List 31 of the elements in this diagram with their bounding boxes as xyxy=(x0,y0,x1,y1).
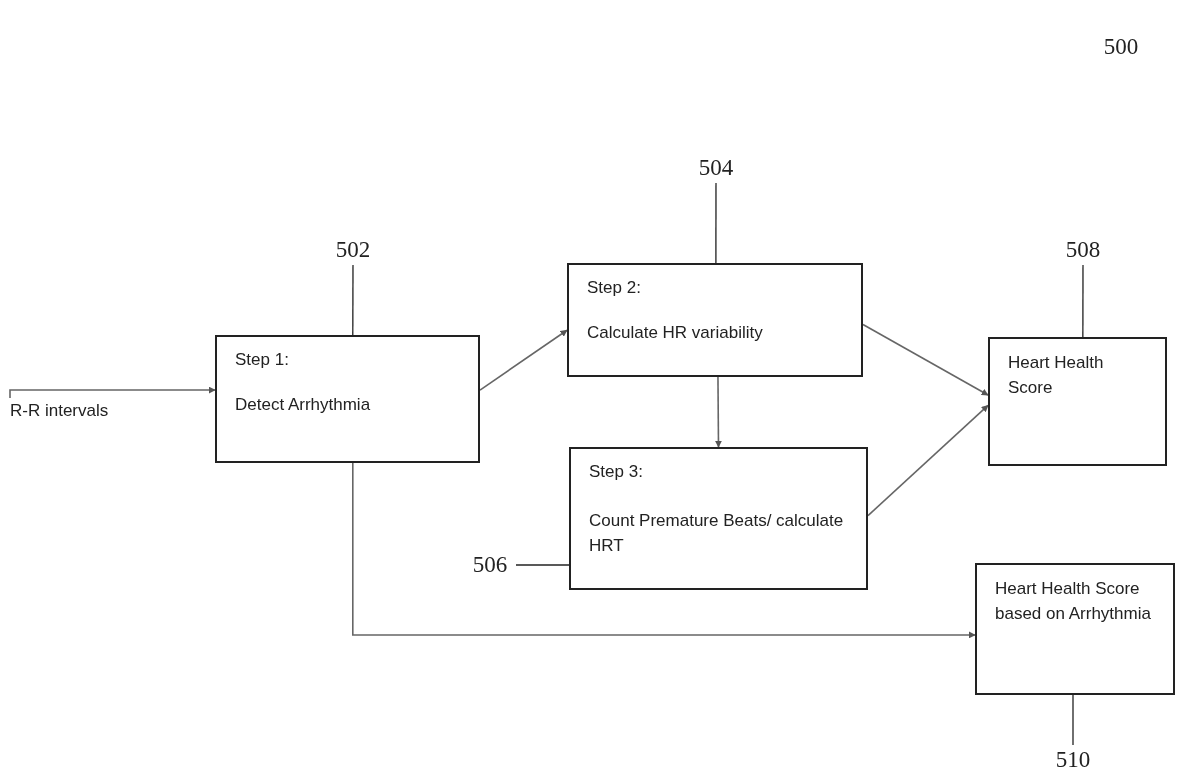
arrow xyxy=(867,404,989,517)
figure-number: 500 xyxy=(1102,33,1140,61)
process-box xyxy=(569,447,868,590)
step-heading: Step 3: xyxy=(589,461,644,483)
arrow xyxy=(862,323,989,396)
process-box xyxy=(567,263,863,377)
leader-line xyxy=(1082,264,1084,338)
callout-number: 510 xyxy=(1045,745,1101,773)
step-text: Count Premature Beats/ calculate HRT xyxy=(589,510,845,557)
callout-number: 506 xyxy=(464,550,516,580)
step-heading: Step 1: xyxy=(235,349,290,371)
arrow xyxy=(714,376,722,448)
step-text: Calculate HR variability xyxy=(587,322,764,345)
leader-line xyxy=(1072,694,1074,746)
process-box xyxy=(975,563,1175,695)
step-text: Heart Health Score based on Arrhythmia xyxy=(995,578,1152,625)
process-box xyxy=(988,337,1167,466)
callout-number: 502 xyxy=(325,235,381,265)
arrow xyxy=(352,462,976,639)
input-label: R-R intervals xyxy=(10,398,150,424)
step-heading: Step 2: xyxy=(587,277,642,299)
arrow xyxy=(479,329,568,391)
arrow xyxy=(9,386,216,399)
leader-line xyxy=(352,264,354,336)
callout-number: 504 xyxy=(688,153,744,183)
callout-number: 508 xyxy=(1055,235,1111,265)
leader-line xyxy=(715,182,717,264)
leader-line xyxy=(515,564,570,566)
step-text: Detect Arrhythmia xyxy=(235,394,372,417)
step-text: Heart Health Score xyxy=(1008,352,1105,399)
process-box xyxy=(215,335,480,463)
